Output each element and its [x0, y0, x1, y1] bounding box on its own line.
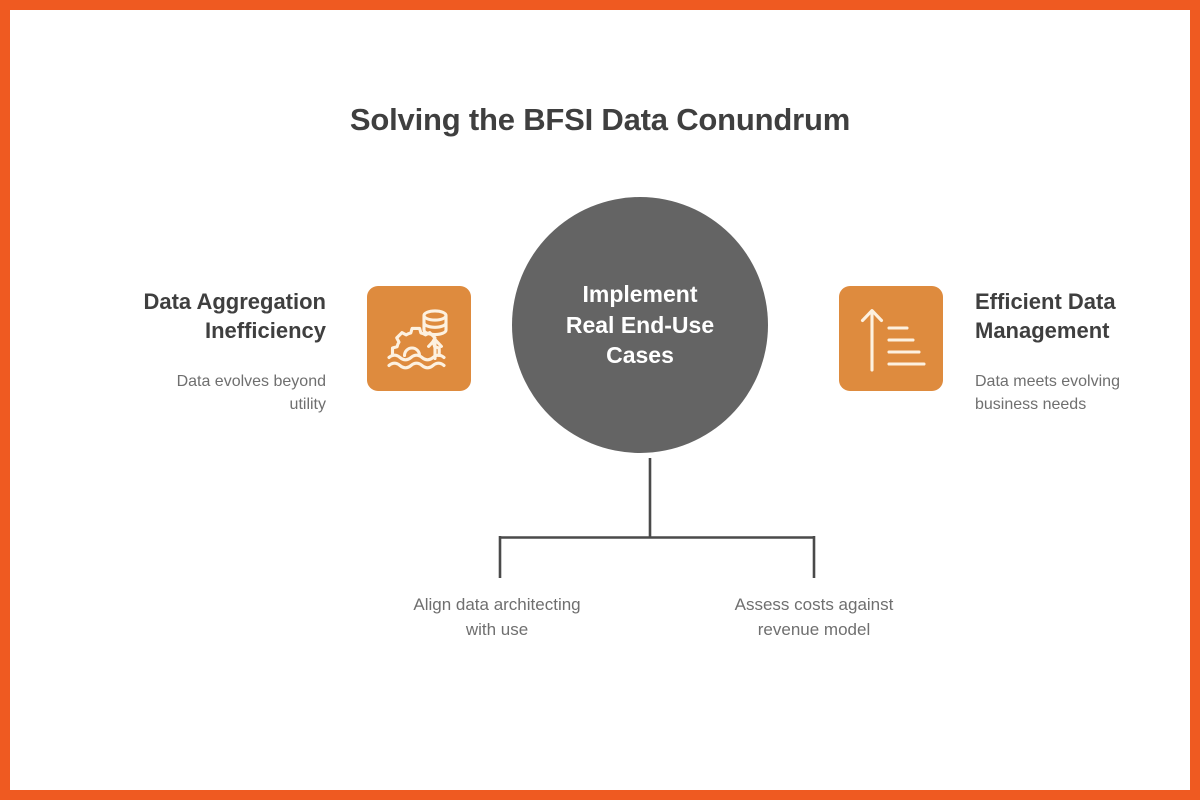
left-branch-subtext: Data evolves beyond utility [176, 373, 326, 413]
left-branch-text: Data Aggregation Inefficiency Data evolv… [76, 288, 326, 417]
gear-in-waves-with-database-arrow-icon [382, 302, 456, 376]
connector-lines [498, 458, 816, 578]
up-arrow-ascending-bars-icon [854, 302, 928, 376]
right-branch-subtext: Data meets evolving business needs [975, 373, 1120, 413]
center-node-label: Implement Real End-Use Cases [565, 281, 715, 369]
left-branch-icon-tile [367, 286, 471, 391]
outcome-label-2: Assess costs against revenue model [734, 595, 894, 639]
left-branch-heading: Data Aggregation Inefficiency [143, 289, 326, 343]
right-branch-text: Efficient Data Management Data meets evo… [975, 288, 1190, 417]
outcome-label-1: Align data architecting with use [413, 595, 581, 639]
page-title: Solving the BFSI Data Conundrum [349, 102, 851, 137]
center-node: Implement Real End-Use Cases [512, 197, 768, 453]
right-branch-icon-tile [839, 286, 943, 391]
right-branch-heading: Efficient Data Management [975, 289, 1116, 343]
infographic-canvas: Solving the BFSI Data Conundrum Data Agg… [10, 10, 1190, 790]
